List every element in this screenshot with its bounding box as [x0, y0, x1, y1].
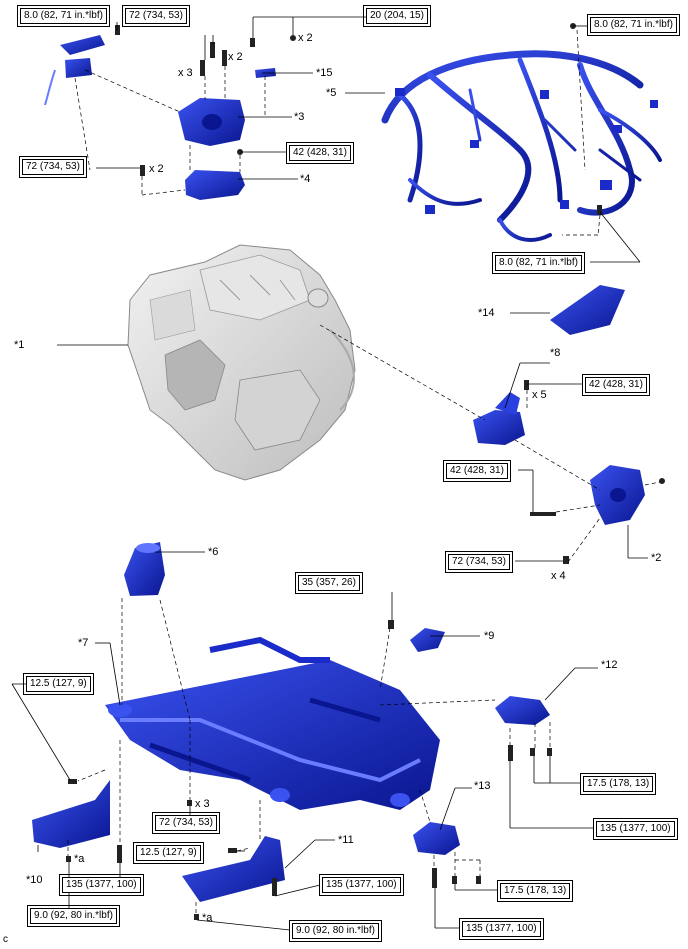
callout-12: *12 — [601, 659, 618, 671]
mount-12 — [495, 696, 550, 725]
torque-spec: 8.0 (82, 71 in.*lbf) — [17, 5, 110, 27]
qty-label: x 2 — [228, 51, 243, 63]
torque-spec: 17.5 (178, 13) — [579, 773, 657, 795]
torque-spec: 72 (734, 53) — [445, 551, 513, 573]
qty-label: x 3 — [178, 67, 193, 79]
callout-7: *7 — [78, 637, 89, 649]
torque-spec: 17.5 (178, 13) — [496, 880, 574, 902]
torque-spec: 42 (428, 31) — [286, 142, 354, 164]
qty-label: x 2 — [298, 32, 313, 44]
torque-spec: 20 (204, 15) — [363, 5, 431, 27]
callout-13: *13 — [474, 780, 491, 792]
torque-spec: 9.0 (92, 80 in.*lbf) — [289, 920, 382, 942]
callout-2: *2 — [651, 552, 662, 564]
part-9 — [410, 628, 445, 652]
engine-assembly — [127, 244, 356, 481]
torque-spec: 72 (734, 53) — [122, 5, 190, 27]
torque-spec: 135 (1377, 100) — [459, 918, 544, 940]
callout-a-left: *a — [74, 853, 85, 865]
callout-10: *10 — [26, 874, 43, 886]
callout-4: *4 — [300, 173, 311, 185]
torque-spec: 42 (428, 31) — [443, 460, 511, 482]
callout-6: *6 — [208, 546, 219, 558]
torque-spec: 12.5 (127, 9) — [23, 673, 94, 695]
callout-9: *9 — [484, 630, 495, 642]
torque-spec: 135 (1377, 100) — [59, 874, 144, 896]
wire-harness — [381, 50, 662, 242]
qty-label: x 4 — [551, 570, 566, 582]
torque-spec: 8.0 (82, 71 in.*lbf) — [492, 252, 585, 274]
callout-3: *3 — [294, 111, 305, 123]
torque-spec: 72 (734, 53) — [19, 156, 87, 178]
front-subframe-7 — [105, 636, 440, 810]
torque-spec: 135 (1377, 100) — [593, 818, 678, 840]
mount-bracket-2 — [590, 465, 645, 525]
torque-spec: 12.5 (127, 9) — [133, 842, 204, 864]
torque-spec: 35 (357, 26) — [295, 572, 363, 594]
engine-mount-bracket-3 — [178, 98, 245, 146]
callout-14: *14 — [478, 307, 495, 319]
callout-a-bottom: *a — [202, 912, 213, 924]
guard-11 — [182, 836, 285, 902]
torque-spec: 42 (428, 31) — [582, 374, 650, 396]
figure-code: c — [3, 934, 8, 945]
cover-14 — [550, 285, 625, 335]
callout-8: *8 — [550, 347, 561, 359]
dashed-alignment-lines — [67, 29, 661, 914]
callout-15: *15 — [316, 67, 333, 79]
guard-10 — [32, 780, 110, 848]
callout-5: *5 — [326, 87, 337, 99]
mount-13 — [413, 822, 460, 855]
callout-1: *1 — [14, 339, 25, 351]
qty-label: x 3 — [195, 798, 210, 810]
torque-spec: 8.0 (82, 71 in.*lbf) — [587, 14, 680, 36]
mount-6 — [124, 542, 165, 596]
bracket-4 — [185, 170, 245, 200]
harness-connectors — [395, 88, 658, 214]
torque-spec: 135 (1377, 100) — [319, 874, 404, 896]
engine-mount-8 — [473, 392, 525, 445]
torque-spec: 72 (734, 53) — [152, 812, 220, 834]
torque-spec: 9.0 (92, 80 in.*lbf) — [27, 905, 120, 927]
top-left-bracket — [44, 35, 105, 106]
leader-lines — [11, 16, 648, 931]
callout-11: *11 — [338, 834, 354, 846]
qty-label: x 2 — [149, 163, 164, 175]
qty-label: x 5 — [532, 389, 547, 401]
